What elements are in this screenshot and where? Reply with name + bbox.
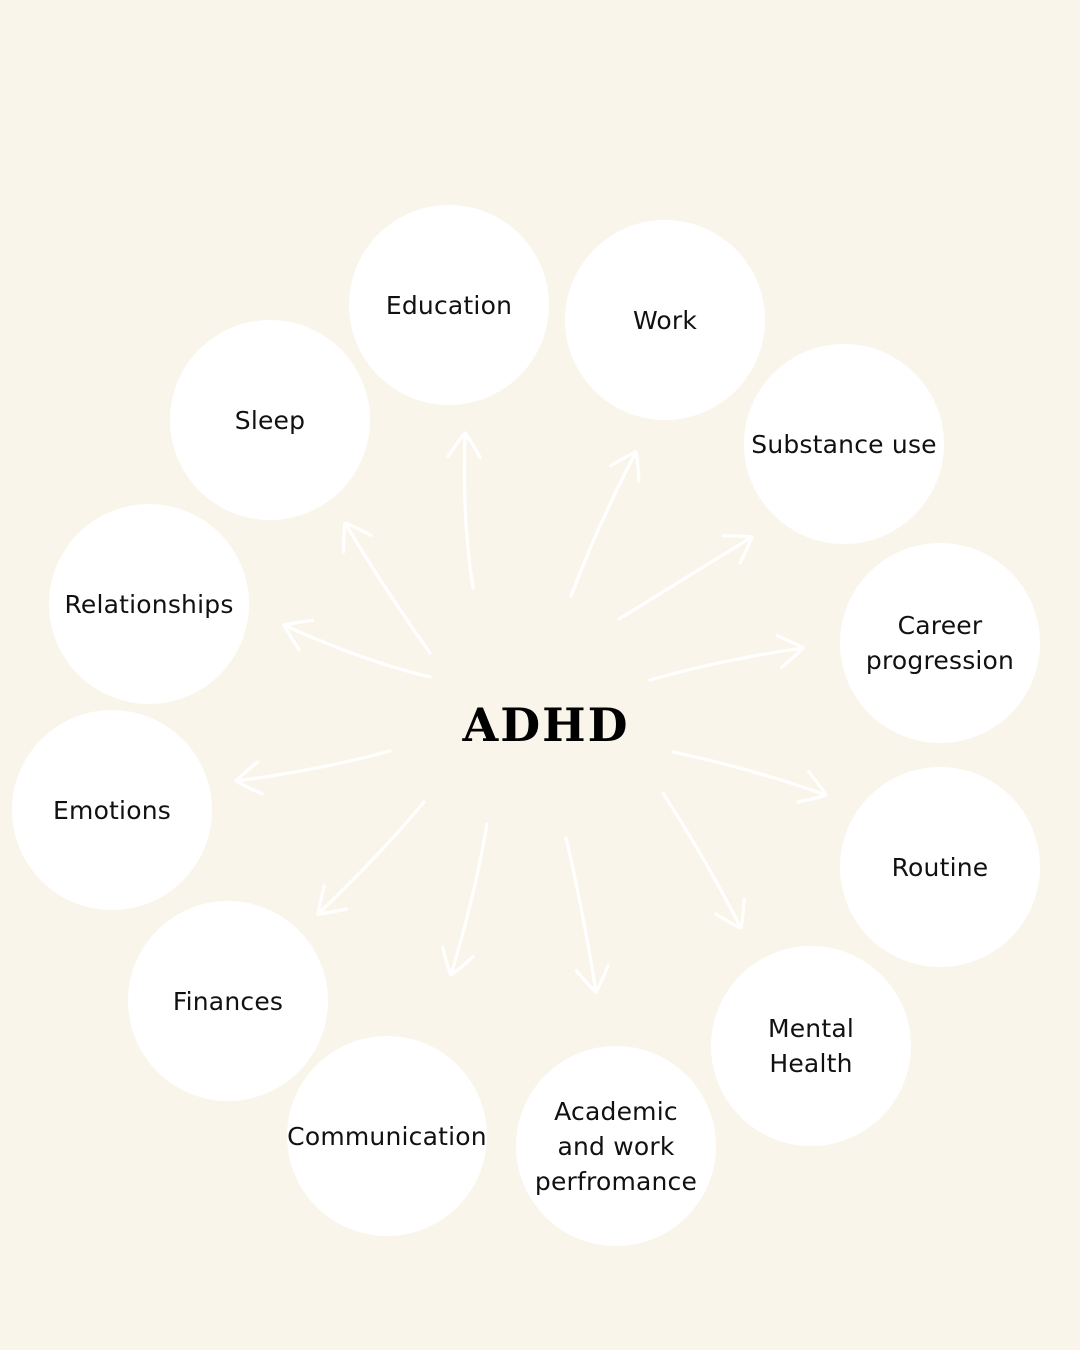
node-label-substance-use: Substance use — [751, 429, 937, 459]
arrow-to-routine — [671, 750, 828, 804]
node-label-finances: Finances — [172, 986, 284, 1016]
node-label-education: Education — [385, 290, 513, 320]
node-finances: Finances — [128, 901, 328, 1101]
node-label-work: Work — [632, 305, 698, 335]
arrow-to-substance-use — [617, 534, 754, 621]
arrow-to-career-progression — [648, 634, 805, 682]
node-emotions: Emotions — [12, 710, 212, 910]
node-work: Work — [565, 220, 765, 420]
arrow-to-finances — [316, 800, 426, 916]
node-label-sleep: Sleep — [234, 405, 306, 435]
arrow-to-communication — [441, 822, 489, 977]
node-label-mental-health: Mental Health — [767, 1014, 855, 1078]
arrow-to-relationships — [282, 618, 432, 679]
node-routine: Routine — [840, 767, 1040, 967]
node-career-progression: Career progression — [840, 543, 1040, 743]
arrow-to-academic-work-performance — [564, 836, 610, 994]
node-label-career-progression: Career progression — [865, 611, 1015, 675]
node-sleep: Sleep — [170, 320, 370, 520]
node-education: Education — [349, 205, 549, 405]
node-substance-use: Substance use — [744, 344, 944, 544]
node-label-emotions: Emotions — [53, 795, 171, 825]
center-title: ADHD — [462, 698, 630, 752]
node-label-relationships: Relationships — [64, 589, 234, 619]
node-academic-work-performance: Academic and work perfromance — [516, 1046, 716, 1246]
arrow-to-work — [569, 450, 641, 598]
node-label-routine: Routine — [891, 852, 989, 882]
arrow-to-sleep — [342, 521, 432, 655]
node-communication: Communication — [287, 1036, 487, 1236]
node-label-communication: Communication — [287, 1121, 487, 1151]
node-relationships: Relationships — [49, 504, 249, 704]
arrow-to-emotions — [234, 749, 392, 796]
node-label-academic-work-performance: Academic and work perfromance — [534, 1096, 698, 1196]
arrow-to-mental-health — [661, 791, 746, 930]
node-mental-health: Mental Health — [711, 946, 911, 1146]
arrow-to-education — [446, 431, 482, 590]
